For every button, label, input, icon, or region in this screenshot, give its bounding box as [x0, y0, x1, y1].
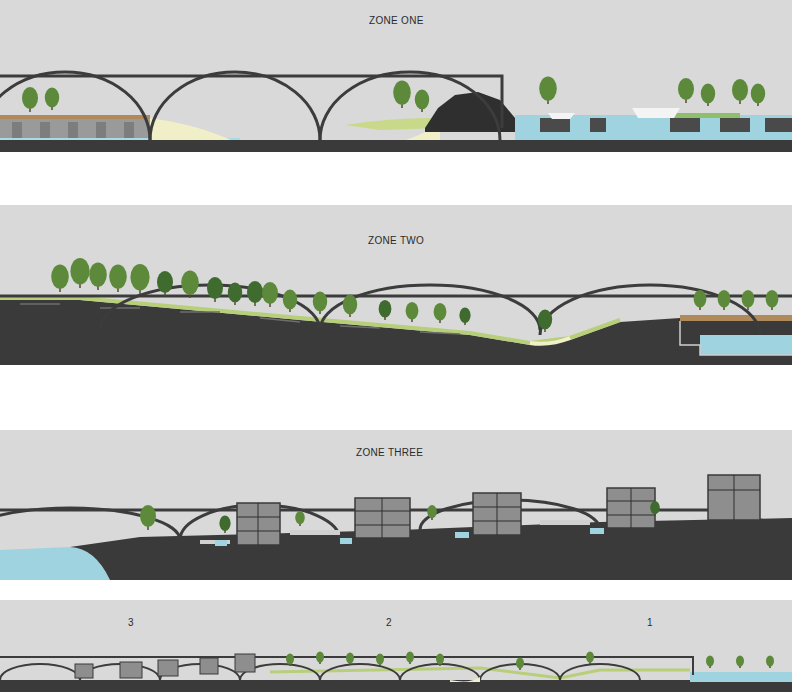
- tree-crown: [516, 658, 524, 669]
- tree-crown: [343, 295, 357, 315]
- tree-crown: [207, 277, 223, 299]
- zone-title: ZONE THREE: [356, 447, 423, 458]
- tree-crown: [393, 81, 411, 105]
- tree-crown: [436, 654, 444, 665]
- tree-crown: [157, 271, 173, 293]
- tree-crown: [130, 264, 149, 290]
- tree-crown: [283, 290, 297, 310]
- tree-crown: [228, 283, 242, 303]
- tree-crown: [51, 265, 69, 289]
- tree-crown: [313, 292, 327, 312]
- zone-title: ZONE TWO: [368, 235, 424, 246]
- tree-crown: [295, 511, 305, 524]
- tree-crown: [286, 654, 294, 665]
- tree-crown: [718, 290, 731, 308]
- tree-crown: [766, 290, 779, 308]
- tree-crown: [678, 78, 694, 100]
- tree-crown: [406, 302, 419, 320]
- tree-crown: [140, 505, 156, 527]
- tree-crown: [70, 258, 89, 284]
- tree-crown: [247, 281, 263, 303]
- tree-crown: [406, 652, 414, 663]
- tree-crown: [219, 516, 230, 531]
- tree-crown: [109, 265, 127, 289]
- tree-crown: [181, 271, 199, 295]
- tree-crown: [766, 656, 774, 667]
- tree-crown: [694, 290, 707, 308]
- tree-crown: [586, 652, 594, 663]
- tree-crown: [89, 263, 107, 287]
- tree-crown: [415, 90, 429, 110]
- tree-crown: [539, 77, 557, 101]
- tree-crown: [751, 84, 765, 104]
- tree-crown: [427, 505, 437, 518]
- tree-crown: [346, 653, 354, 664]
- zone-number: 2: [386, 617, 392, 628]
- zone-number: 1: [647, 617, 653, 628]
- tree-crown: [22, 87, 38, 109]
- tree-crown: [742, 290, 755, 308]
- tree-crown: [736, 656, 744, 667]
- tree-crown: [45, 88, 59, 108]
- tree-crown: [262, 282, 278, 304]
- zone-title: ZONE ONE: [369, 15, 424, 26]
- tree-crown: [706, 656, 714, 667]
- tree-crown: [538, 310, 552, 330]
- tree-crown: [376, 654, 384, 665]
- tree-crown: [701, 84, 715, 104]
- zone-number: 3: [128, 617, 134, 628]
- tree-crown: [316, 652, 324, 663]
- tree-crown: [459, 308, 470, 323]
- tree-crown: [434, 303, 447, 321]
- tree-crown: [650, 501, 660, 514]
- tree-crown: [379, 300, 392, 318]
- tree-crown: [732, 79, 748, 101]
